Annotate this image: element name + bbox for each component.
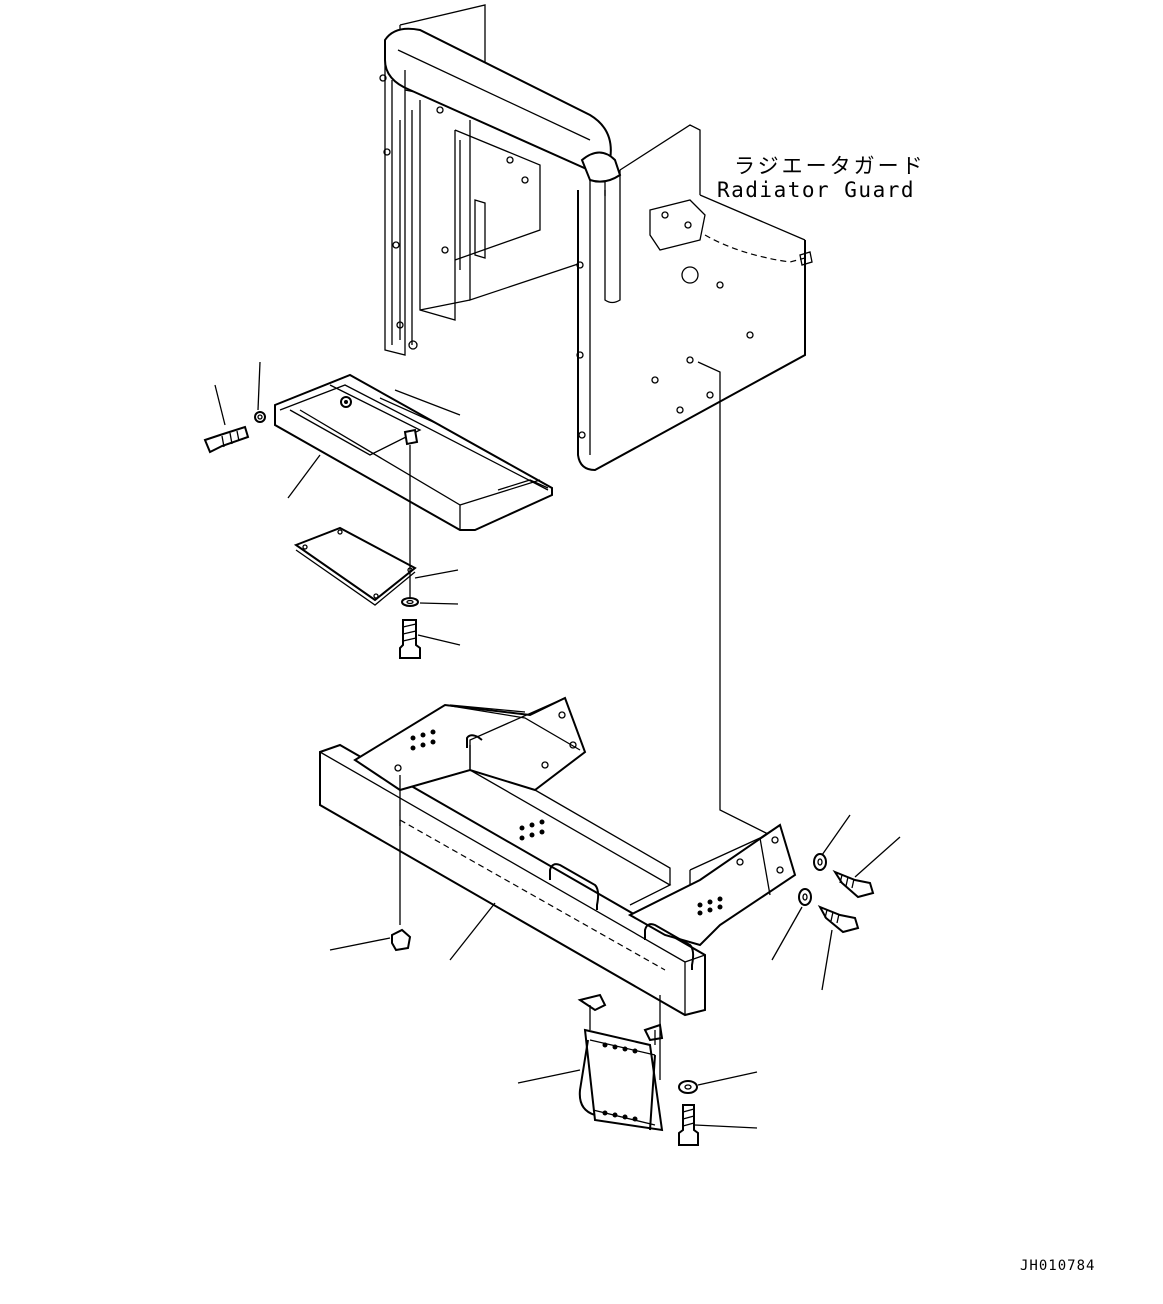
plug	[391, 928, 412, 952]
bolts-right	[798, 853, 875, 934]
upper-cover	[274, 373, 553, 531]
bumper-frame	[319, 696, 797, 1017]
radiator-guard-frame	[379, 4, 813, 836]
part-name-english: Radiator Guard	[717, 178, 916, 202]
cover-plate	[293, 526, 417, 606]
step	[577, 993, 699, 1146]
part-name-japanese: ラジエータガード	[734, 154, 926, 178]
washer-and-bolt-center	[399, 445, 421, 659]
leader-lines	[214, 361, 901, 1129]
bolt-upper-left	[203, 411, 266, 454]
drawing-code: JH010784	[1020, 1258, 1096, 1274]
